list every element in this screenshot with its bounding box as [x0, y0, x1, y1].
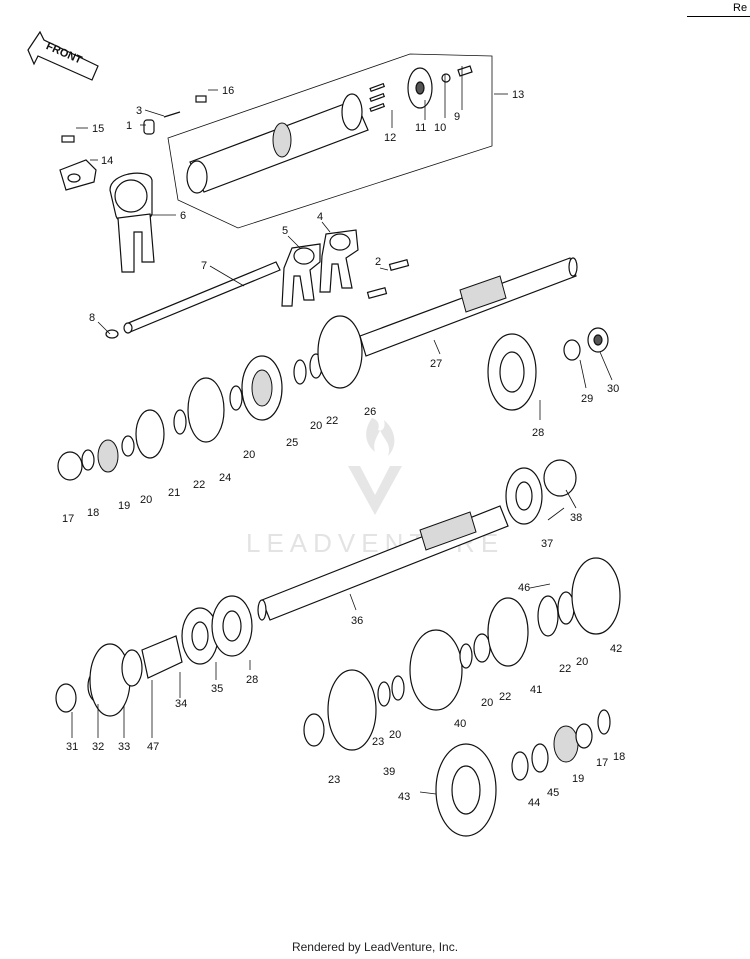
callout-20[interactable]: 20 — [243, 449, 255, 461]
callout-35[interactable]: 35 — [211, 683, 223, 695]
front-arrow-badge: FRONT — [27, 30, 99, 81]
callout-22[interactable]: 22 — [499, 691, 511, 703]
callout-1[interactable]: 1 — [126, 120, 132, 132]
callout-38[interactable]: 38 — [570, 512, 582, 524]
callout-44[interactable]: 44 — [528, 797, 540, 809]
callout-41[interactable]: 41 — [530, 684, 542, 696]
callout-25[interactable]: 25 — [286, 437, 298, 449]
callout-3[interactable]: 3 — [136, 105, 142, 117]
shift-drum-assembly — [167, 53, 493, 229]
callout-37[interactable]: 37 — [541, 538, 553, 550]
callout-18[interactable]: 18 — [87, 507, 99, 519]
callout-20[interactable]: 20 — [389, 729, 401, 741]
callout-22[interactable]: 22 — [193, 479, 205, 491]
callout-40[interactable]: 40 — [454, 718, 466, 730]
callout-31[interactable]: 31 — [66, 741, 78, 753]
callout-45[interactable]: 45 — [547, 787, 559, 799]
callout-labels: 1 2 3 4 5 6 7 8 9 10 11 12 13 14 15 16 1… — [62, 85, 625, 809]
callout-27[interactable]: 27 — [430, 358, 442, 370]
page-corner-header: Re — [687, 0, 750, 17]
callout-15[interactable]: 15 — [92, 123, 104, 135]
callout-32[interactable]: 32 — [92, 741, 104, 753]
lower-right-train — [303, 557, 621, 837]
callout-12[interactable]: 12 — [384, 132, 396, 144]
callout-14[interactable]: 14 — [101, 155, 113, 167]
callout-10[interactable]: 10 — [434, 122, 446, 134]
callout-46[interactable]: 46 — [518, 582, 530, 594]
callout-9[interactable]: 9 — [454, 111, 460, 123]
small-fittings-14-15-16 — [59, 95, 207, 191]
shift-forks-4-5 — [281, 229, 410, 307]
mainshaft-36 — [257, 459, 577, 621]
shift-rod-7 — [105, 261, 281, 339]
callout-20[interactable]: 20 — [310, 420, 322, 432]
upper-gear-train — [57, 315, 609, 481]
callout-29[interactable]: 29 — [581, 393, 593, 405]
callout-39[interactable]: 39 — [383, 766, 395, 778]
callout-17[interactable]: 17 — [62, 513, 74, 525]
callout-34[interactable]: 34 — [175, 698, 187, 710]
callout-28[interactable]: 28 — [246, 674, 258, 686]
callout-18[interactable]: 18 — [613, 751, 625, 763]
callout-24[interactable]: 24 — [219, 472, 231, 484]
callout-20[interactable]: 20 — [576, 656, 588, 668]
callout-17[interactable]: 17 — [596, 757, 608, 769]
callout-22[interactable]: 22 — [326, 415, 338, 427]
callout-23[interactable]: 23 — [372, 736, 384, 748]
callout-4[interactable]: 4 — [317, 211, 323, 223]
callout-21[interactable]: 21 — [168, 487, 180, 499]
leader-lines — [71, 66, 613, 795]
callout-20[interactable]: 20 — [481, 697, 493, 709]
callout-47[interactable]: 47 — [147, 741, 159, 753]
callout-33[interactable]: 33 — [118, 741, 130, 753]
callout-23[interactable]: 23 — [328, 774, 340, 786]
footer-credit: Rendered by LeadVenture, Inc. — [291, 940, 459, 954]
shift-fork-6 — [109, 172, 155, 273]
callout-8[interactable]: 8 — [89, 312, 95, 324]
callout-6[interactable]: 6 — [180, 210, 186, 222]
callout-16[interactable]: 16 — [222, 85, 234, 97]
callout-11[interactable]: 11 — [415, 122, 426, 134]
callout-7[interactable]: 7 — [201, 260, 207, 272]
callout-19[interactable]: 19 — [572, 773, 584, 785]
callout-19[interactable]: 19 — [118, 500, 130, 512]
callout-42[interactable]: 42 — [610, 643, 622, 655]
callout-22[interactable]: 22 — [559, 663, 571, 675]
callout-36[interactable]: 36 — [351, 615, 363, 627]
callout-26[interactable]: 26 — [364, 406, 376, 418]
callout-2[interactable]: 2 — [375, 256, 381, 268]
countershaft-27 — [359, 257, 578, 357]
callout-28[interactable]: 28 — [532, 427, 544, 439]
callout-13[interactable]: 13 — [512, 89, 524, 101]
lower-left-train — [55, 595, 253, 717]
callout-20[interactable]: 20 — [140, 494, 152, 506]
callout-43[interactable]: 43 — [398, 791, 410, 803]
callout-30[interactable]: 30 — [607, 383, 619, 395]
callout-5[interactable]: 5 — [282, 225, 288, 237]
